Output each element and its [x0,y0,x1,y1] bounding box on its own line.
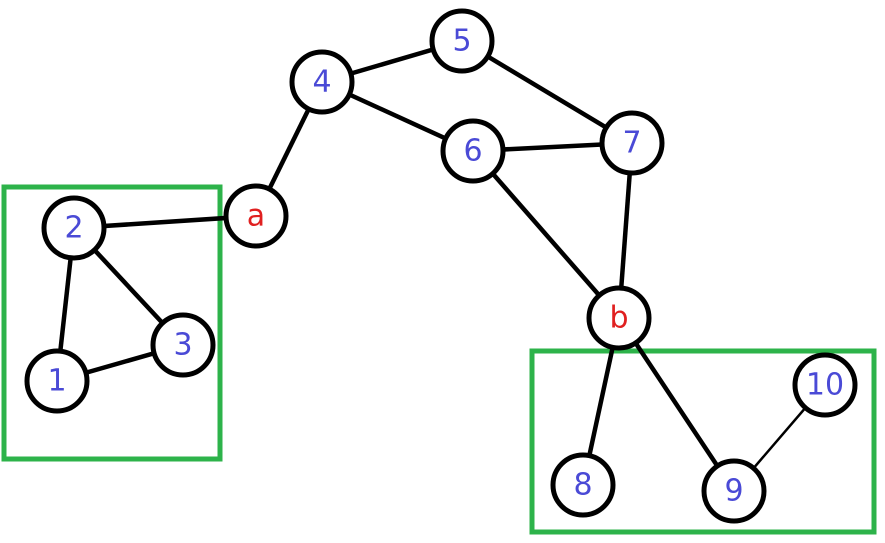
node-2: 2 [41,195,107,261]
node-circle-b [586,285,652,351]
node-label-b: b [609,301,628,336]
node-6: 6 [440,118,506,184]
edge-5-7 [460,39,634,145]
node-circle-8 [550,452,616,518]
node-8: 8 [550,452,616,518]
node-circle-4 [289,49,355,115]
node-label-10: 10 [806,368,844,403]
node-1: 1 [24,348,90,414]
node-circle-a [223,183,289,249]
node-circle-7 [599,110,665,176]
node-5: 5 [429,8,495,74]
node-9: 9 [701,458,767,524]
node-label-3: 3 [173,328,192,363]
graph-edges [54,38,826,493]
node-label-4: 4 [312,65,331,100]
node-label-a: a [247,199,265,234]
node-4: 4 [289,49,355,115]
node-label-1: 1 [47,364,66,399]
node-a: a [223,183,289,249]
graph-nodes: 1 2 3 a 4 5 6 7 b 8 9 10 [24,8,858,524]
group-box-right-component [529,348,877,535]
node-circle-1 [24,348,90,414]
node-circle-6 [440,118,506,184]
node-label-9: 9 [724,474,743,509]
node-7: 7 [599,110,665,176]
node-label-8: 8 [573,468,592,503]
edge-6-b [471,149,621,320]
group-boxes [1,184,877,535]
group-box-left-component [1,184,223,462]
node-circle-9 [701,458,767,524]
node-10: 10 [792,352,858,418]
node-3: 3 [150,312,216,378]
node-b: b [586,285,652,351]
node-circle-5 [429,8,495,74]
node-label-7: 7 [622,126,641,161]
node-label-2: 2 [64,211,83,246]
node-circle-10 [792,352,858,418]
node-circle-3 [150,312,216,378]
node-circle-2 [41,195,107,261]
node-label-5: 5 [452,24,471,59]
edge-b-9 [617,316,736,493]
node-label-6: 6 [463,134,482,169]
